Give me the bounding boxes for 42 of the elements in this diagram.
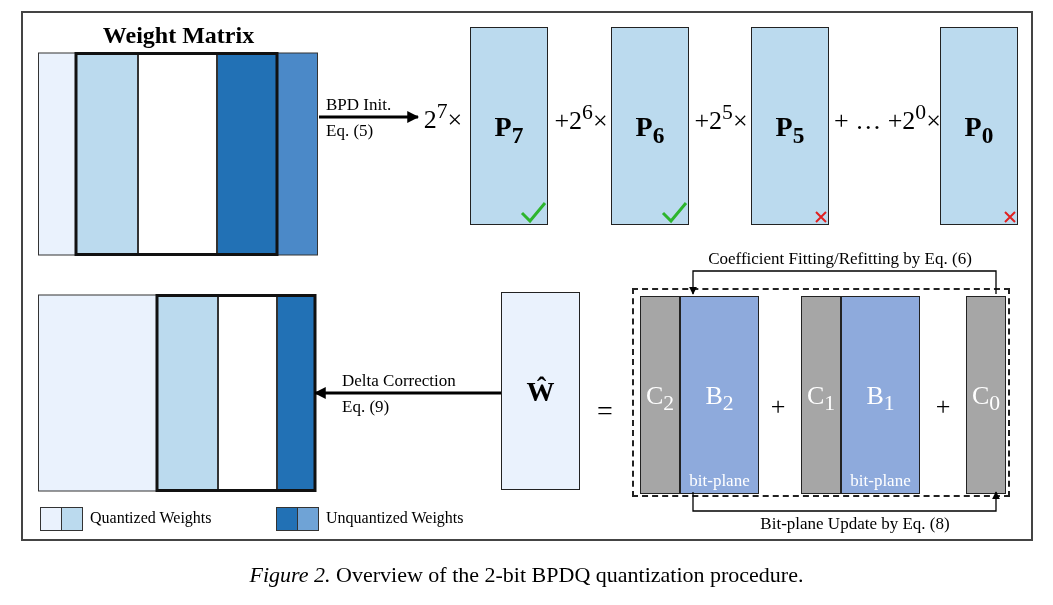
- legend-label: Unquantized Weights: [326, 509, 464, 526]
- edge-label: Coefficient Fitting/Refitting by Eq. (6): [708, 249, 972, 268]
- coefficient-bar: [801, 296, 841, 494]
- matrix-symbol: P$_{6}$: [635, 111, 665, 142]
- coefficient-term: +2$^{5}$×: [694, 105, 748, 135]
- figure-caption: Figure 2. Overview of the 2-bit BPDQ quantization procedure.: [249, 562, 804, 587]
- arrow: [313, 387, 501, 399]
- arrow: [692, 491, 1000, 512]
- operator-sign: +: [770, 392, 786, 421]
- matrix-symbol: C$_{1}$: [806, 381, 836, 410]
- matrix-symbol: C$_{2}$: [645, 381, 675, 410]
- matrix-symbol: B$_{2}$: [705, 381, 734, 410]
- bit-plane-bar: [680, 296, 759, 494]
- coefficient-term: + … +2$^{0}$×: [834, 105, 941, 135]
- matrix-symbol: Ŵ: [526, 376, 555, 407]
- operator-sign: =: [597, 395, 613, 426]
- reconstructed-weight-box: [501, 292, 580, 490]
- coefficient-term: +2$^{6}$×: [554, 105, 608, 135]
- arrow: [689, 270, 997, 295]
- edge-label: BPD Init. Eq. (5): [326, 95, 392, 140]
- bit-plane-label: bit-plane: [850, 471, 911, 490]
- matrix-symbol: P$_{7}$: [494, 111, 524, 142]
- edge-label: Bit-plane Update by Eq. (8): [760, 514, 950, 533]
- bit-plane-bar: [841, 296, 920, 494]
- dashed-group-box: [632, 288, 1010, 497]
- bit-plane-box: [611, 27, 689, 225]
- matrix-symbol: P$_{0}$: [964, 111, 994, 142]
- operator-sign: +: [935, 392, 951, 421]
- matrix-title: Weight Matrix: [101, 22, 256, 49]
- bit-plane-box: [470, 27, 548, 225]
- matrix-symbol: C$_{0}$: [971, 381, 1001, 410]
- edge-label: Delta Correction Eq. (9): [342, 371, 456, 416]
- bit-plane-box: [751, 27, 829, 225]
- coefficient-term: 2$^{7}$×: [423, 99, 463, 135]
- bit-plane-label: bit-plane: [689, 471, 750, 490]
- matrix-symbol: B$_{1}$: [866, 381, 895, 410]
- bit-plane-box: [940, 27, 1018, 225]
- matrix-symbol: P$_{5}$: [775, 111, 805, 142]
- coefficient-bar: [640, 296, 680, 494]
- arrow: [319, 111, 420, 123]
- coefficient-bar: [966, 296, 1006, 494]
- legend-label: Quantized Weights: [90, 509, 212, 526]
